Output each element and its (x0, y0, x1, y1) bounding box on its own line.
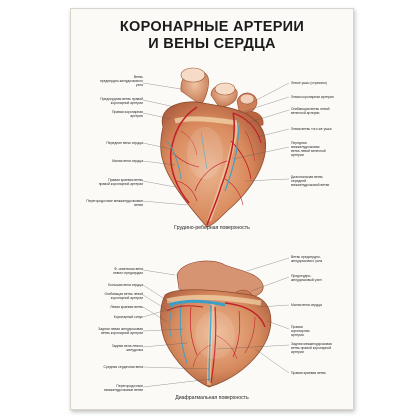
label-anterior-interventricular: Передняя межжелудочковая ветвь левой вен… (291, 141, 326, 157)
label-diagonal-branch: Диагональная ветвь передней межжелудочко… (291, 175, 330, 187)
label-posterior-vein-left-ventricle: Задняя вена левого желудочка (111, 344, 143, 352)
label-av-node-branch-bottom: Ветвь предсердно- желудочкового узла (291, 255, 323, 263)
label-right-marginal-branch-bottom: Правая краевая ветвь (291, 371, 326, 375)
label-right-coronary-artery-bottom: Правая коронарная артерия (291, 325, 310, 337)
label-right-coronary-artery: Правая коронарная артерия (111, 110, 143, 118)
label-middle-cardiac-vein: Средняя сердечная вена (103, 365, 143, 369)
heart-posterior-illustration (160, 260, 272, 388)
label-left-branch-auricle: Левая ветвь того же ушка (291, 127, 332, 131)
heart-anterior-illustration (160, 67, 266, 228)
label-anterior-cardiac-veins: Передние вены сердца (106, 141, 143, 145)
leader-lines (142, 82, 290, 388)
label-posterior-left-ventricular-branch: Задняя левая желудочковая ветвь коронарн… (98, 327, 143, 335)
poster-title-line-1: КОРОНАРНЫЕ АРТЕРИИ (119, 19, 305, 35)
label-oblique-vein-left-atrium: Ф..освенская вена левого предсердия (112, 267, 143, 275)
label-small-cardiac-vein: Малая вена сердца (112, 159, 143, 163)
label-great-cardiac-vein: Большая вена сердца (108, 283, 143, 287)
label-circumflex-branch: Огибающая ветвь левой венечной артерии (291, 107, 330, 115)
label-av-node-branch: Ветвь предсердно-желудочкового узла (99, 75, 143, 87)
anatomy-poster: КОРОНАРНЫЕ АРТЕРИИ И ВЕНЫ СЕРДЦА (70, 8, 354, 410)
poster-title: КОРОНАРНЫЕ АРТЕРИИ И ВЕНЫ СЕРДЦА (71, 19, 353, 53)
label-small-cardiac-vein-bottom: Малая вена сердца (291, 303, 322, 307)
label-circumflex-branch-lca: Огибающая ветвь левой коронарной артерии (104, 292, 143, 300)
label-septal-branches: Перегородочные межжелудочковые ветви (86, 199, 143, 207)
caption-sternocostal-surface: Грудино-реберная поверхность (174, 225, 250, 231)
label-left-auricle: Левое ушко (отрезано) (291, 81, 327, 85)
label-coronary-sinus: Коронарный синус (113, 315, 143, 319)
label-right-marginal-branch: Правая краевая ветвь правой коронарной а… (98, 178, 143, 186)
poster-title-line-2: И ВЕНЫ СЕРДЦА (148, 36, 276, 52)
label-posterior-interventricular-branch: Задняя межжелудочковая ветвь правой коро… (291, 342, 332, 354)
caption-diaphragmatic-surface: Диафрагмальная поверхность (175, 395, 249, 401)
label-atrial-branch-rca: Предсердная ветвь правой коронарной арте… (100, 97, 143, 105)
label-septal-branches-bottom: Перегородочные межжелудочковые ветви (104, 384, 143, 392)
label-left-marginal-branch: Левая краевая ветвь (110, 305, 143, 309)
label-av-node: Предсердно- желудочковый узел (291, 274, 322, 282)
label-left-coronary-artery: Левая коронарная артерия (291, 95, 334, 99)
